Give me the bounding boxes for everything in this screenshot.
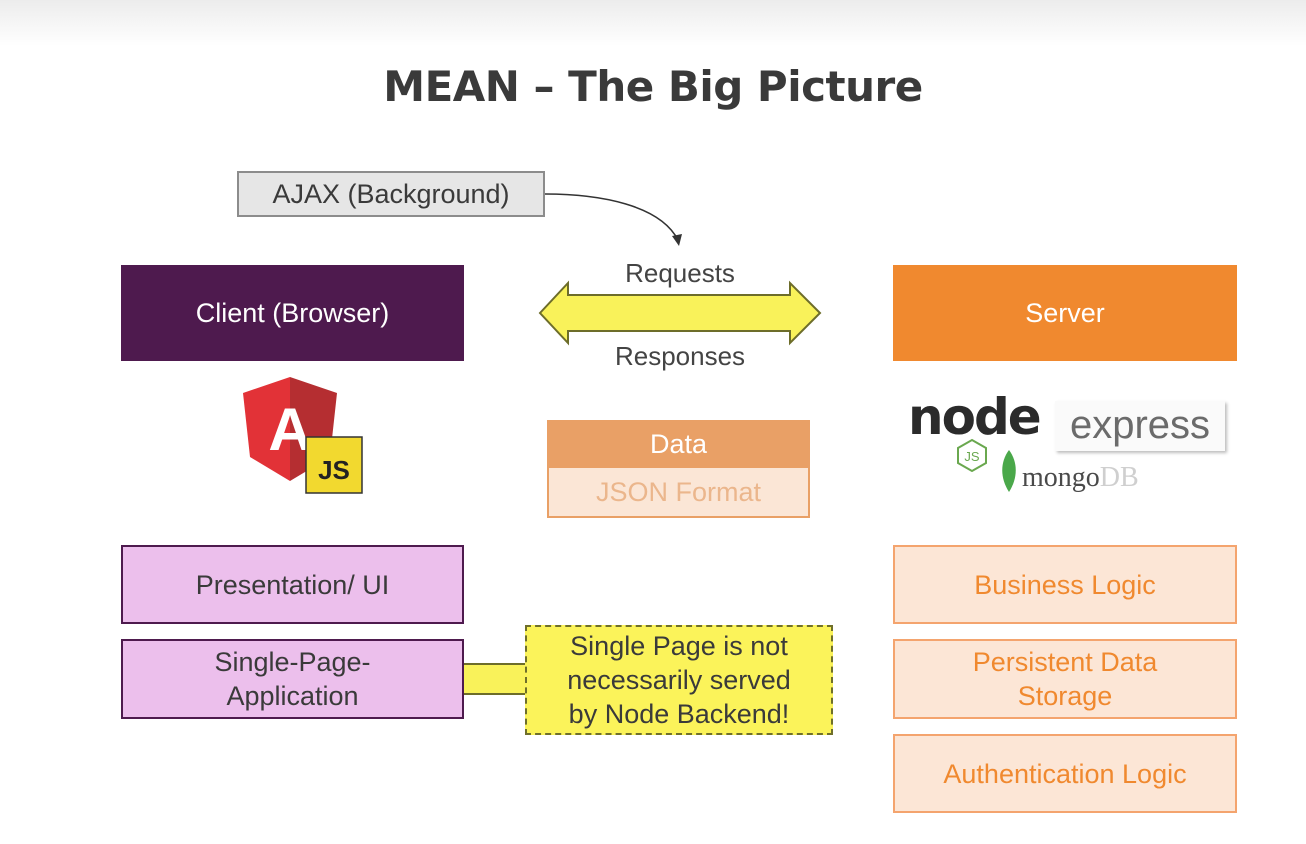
server-layer-label: Persistent Data Storage [972,647,1158,711]
node-js-hex-icon: JS [957,438,987,472]
svg-text:JS: JS [964,449,980,464]
data-header-label: Data [649,428,708,459]
ajax-label: AJAX (Background) [272,178,510,209]
request-response-double-arrow [538,280,822,346]
angular-shield-left [243,377,290,481]
angular-js-logo: A JS [243,377,363,494]
server-label: Server [1025,297,1105,328]
client-browser-box: Client (Browser) [121,265,464,361]
server-layer-label: Business Logic [974,569,1156,600]
mongodb-leaf-icon [1002,450,1016,492]
client-layer-label: Presentation/ UI [195,569,390,600]
data-header: Data [547,420,810,468]
server-box: Server [893,265,1237,361]
requests-label: Requests [625,258,735,288]
client-layer-label: Single-Page- Application [214,647,371,711]
mongodb-logo: mongoDB [1022,462,1139,494]
top-fade [0,0,1306,46]
json-format-label: JSON Format [595,476,762,507]
client-layer-presentation: Presentation/ UI [121,545,464,624]
server-layer-authentication: Authentication Logic [893,734,1237,813]
responses-label: Responses [614,341,746,371]
single-page-note: Single Page is not necessarily served by… [525,625,833,735]
slide-title: MEAN – The Big Picture [383,62,923,111]
express-logo: express [1055,401,1225,451]
client-label: Client (Browser) [195,297,390,328]
js-badge-bg [305,436,363,494]
ajax-curve-arrowhead [672,234,682,246]
client-layer-spa: Single-Page- Application [121,639,464,719]
js-badge-text: JS [318,455,350,485]
angular-letter: A [268,396,311,463]
json-format-box: JSON Format [547,468,810,518]
ajax-curve-arrow [544,193,679,241]
mongo-db-text: DB [1099,462,1139,493]
node-logo: node [908,388,1042,446]
mongo-text: mongo [1022,462,1100,493]
ajax-label-box: AJAX (Background) [237,171,545,217]
server-layer-label: Authentication Logic [943,758,1187,789]
server-layer-business-logic: Business Logic [893,545,1237,624]
server-layer-persistent-storage: Persistent Data Storage [893,639,1237,719]
note-text: Single Page is not necessarily served by… [567,631,791,729]
